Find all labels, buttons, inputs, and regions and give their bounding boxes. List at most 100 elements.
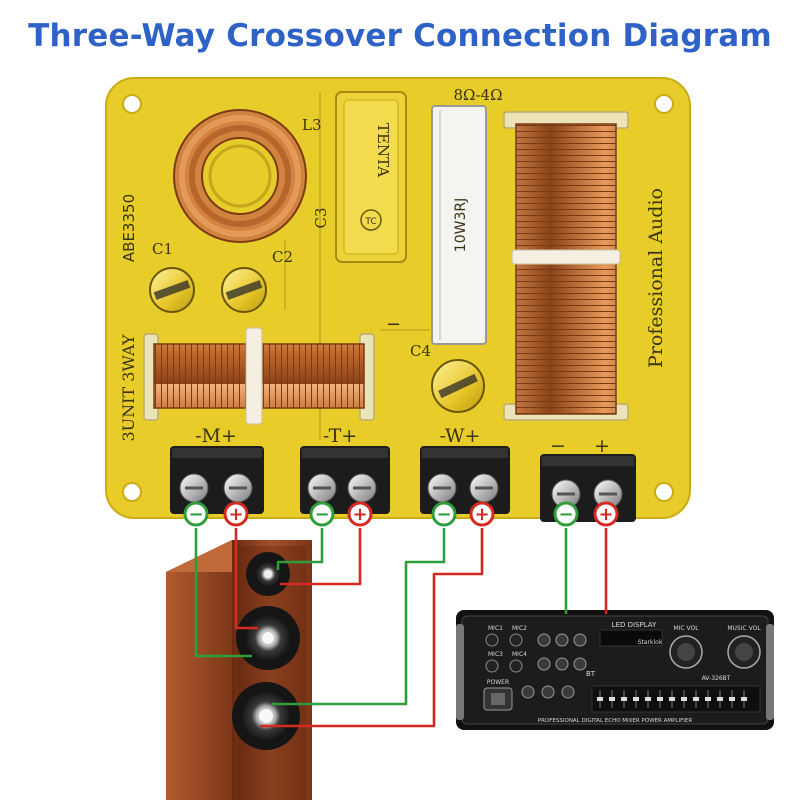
eq-slider[interactable] bbox=[741, 697, 747, 701]
wire-tweeter-positive bbox=[280, 528, 362, 586]
negative-badge: − bbox=[183, 501, 209, 527]
eq-slider[interactable] bbox=[645, 697, 651, 701]
label-c2: C2 bbox=[272, 248, 293, 266]
amp-small-knob[interactable] bbox=[541, 685, 555, 699]
capacitor-c3: TC TENTA bbox=[335, 91, 407, 263]
eq-slider[interactable] bbox=[633, 697, 639, 701]
terminal-block-woofer bbox=[420, 446, 510, 514]
amp-bt-label: BT bbox=[586, 670, 596, 678]
label-c3: C3 bbox=[312, 207, 330, 228]
label-c4: C4 bbox=[410, 342, 431, 360]
eq-slider[interactable] bbox=[621, 697, 627, 701]
mic-jack[interactable] bbox=[485, 659, 499, 673]
inductor-woofer bbox=[503, 111, 629, 421]
impedance-label: 8Ω-4Ω bbox=[453, 86, 502, 104]
amp-small-knob[interactable] bbox=[555, 657, 569, 671]
negative-symbol: − bbox=[558, 504, 573, 525]
terminal-block-tweeter bbox=[300, 446, 390, 514]
label-woofer-terminals: -W+ bbox=[440, 425, 481, 447]
crossover-board: L3 TC TENTA C3 8Ω-4Ω 10W3RJ ABE3350 Prof… bbox=[105, 77, 691, 519]
polarity-mark: − bbox=[386, 314, 401, 335]
amp-small-knob[interactable] bbox=[537, 657, 551, 671]
page-title: Three-Way Crossover Connection Diagram bbox=[28, 18, 772, 54]
resistor-text: 10W3RJ bbox=[453, 198, 469, 252]
positive-badge: + bbox=[223, 501, 249, 527]
amp-mic1-label: MIC1 bbox=[488, 625, 503, 632]
positive-symbol: + bbox=[228, 504, 243, 525]
mount-hole bbox=[122, 94, 142, 114]
mic-jack[interactable] bbox=[509, 633, 523, 647]
amp-small-knob[interactable] bbox=[555, 633, 569, 647]
terminal-block-midrange bbox=[170, 446, 264, 514]
capacitor-c4 bbox=[431, 359, 485, 413]
board-brand-text: Professional Audio bbox=[645, 188, 667, 368]
amp-model: AV-326BT bbox=[702, 675, 731, 682]
capacitor-c1 bbox=[149, 267, 195, 313]
inductor-l3 bbox=[173, 109, 307, 243]
wire-woofer-negative bbox=[272, 528, 446, 706]
eq-slider[interactable] bbox=[609, 697, 615, 701]
mic-jack[interactable] bbox=[509, 659, 523, 673]
amp-display-label: LED DISPLAY bbox=[612, 621, 657, 629]
label-tweeter-terminals: -T+ bbox=[323, 425, 357, 447]
label-input-neg: − bbox=[550, 435, 566, 457]
amp-music-vol-label: MUSIC VOL bbox=[727, 625, 761, 632]
eq-slider[interactable] bbox=[717, 697, 723, 701]
amp-mic3-label: MIC3 bbox=[488, 651, 503, 658]
cap-logo-text: TC bbox=[364, 217, 376, 227]
mount-hole bbox=[654, 94, 674, 114]
wire-tweeter-negative bbox=[276, 528, 324, 570]
cap-brand-text: TENTA bbox=[374, 123, 392, 177]
inductor-midrange bbox=[143, 327, 375, 425]
amp-brand: Starklok bbox=[638, 639, 663, 646]
mount-hole bbox=[122, 482, 142, 502]
amp-mic2-label: MIC2 bbox=[512, 625, 527, 632]
amp-small-knob[interactable] bbox=[573, 633, 587, 647]
board-type-text: 3UNIT 3WAY bbox=[119, 334, 138, 441]
negative-symbol: − bbox=[314, 504, 329, 525]
amp-mic4-label: MIC4 bbox=[512, 651, 527, 658]
negative-badge: − bbox=[553, 501, 579, 527]
positive-symbol: + bbox=[352, 504, 367, 525]
positive-badge: + bbox=[347, 501, 373, 527]
resistor: 10W3RJ bbox=[431, 105, 487, 345]
negative-badge: − bbox=[431, 501, 457, 527]
cap-logo bbox=[360, 209, 382, 231]
eq-slider[interactable] bbox=[669, 697, 675, 701]
eq-slider[interactable] bbox=[705, 697, 711, 701]
speaker-cabinet bbox=[166, 540, 312, 800]
amp-display bbox=[599, 629, 663, 647]
negative-badge: − bbox=[309, 501, 335, 527]
label-c1: C1 bbox=[152, 240, 173, 258]
negative-symbol: − bbox=[436, 504, 451, 525]
mic-jack[interactable] bbox=[485, 633, 499, 647]
positive-badge: + bbox=[469, 501, 495, 527]
positive-symbol: + bbox=[598, 504, 613, 525]
wire-midrange-positive bbox=[234, 528, 258, 630]
eq-slider[interactable] bbox=[729, 697, 735, 701]
board-model: ABE3350 bbox=[120, 194, 138, 262]
amp-footer-text: PROFESSIONAL DIGITAL ECHO MIXER POWER AM… bbox=[538, 718, 693, 724]
mount-hole bbox=[654, 482, 674, 502]
amp-power-label: POWER bbox=[487, 679, 509, 686]
amp-mic-vol-label: MIC VOL bbox=[673, 625, 699, 632]
wire-woofer-positive bbox=[260, 528, 484, 728]
label-input-pos: + bbox=[594, 435, 610, 457]
label-midrange-terminals: -M+ bbox=[195, 425, 237, 447]
label-l3: L3 bbox=[302, 116, 322, 134]
wiring bbox=[194, 528, 608, 728]
wire-midrange-negative bbox=[194, 528, 252, 658]
negative-symbol: − bbox=[188, 504, 203, 525]
amp-small-knob[interactable] bbox=[537, 633, 551, 647]
amp-small-knob[interactable] bbox=[573, 657, 587, 671]
positive-badge: + bbox=[593, 501, 619, 527]
positive-symbol: + bbox=[474, 504, 489, 525]
eq-slider[interactable] bbox=[657, 697, 663, 701]
eq-slider[interactable] bbox=[693, 697, 699, 701]
capacitor-c2 bbox=[221, 267, 267, 313]
amp-small-knob[interactable] bbox=[561, 685, 575, 699]
eq-slider[interactable] bbox=[681, 697, 687, 701]
eq-slider[interactable] bbox=[597, 697, 603, 701]
amp-small-knob[interactable] bbox=[521, 685, 535, 699]
